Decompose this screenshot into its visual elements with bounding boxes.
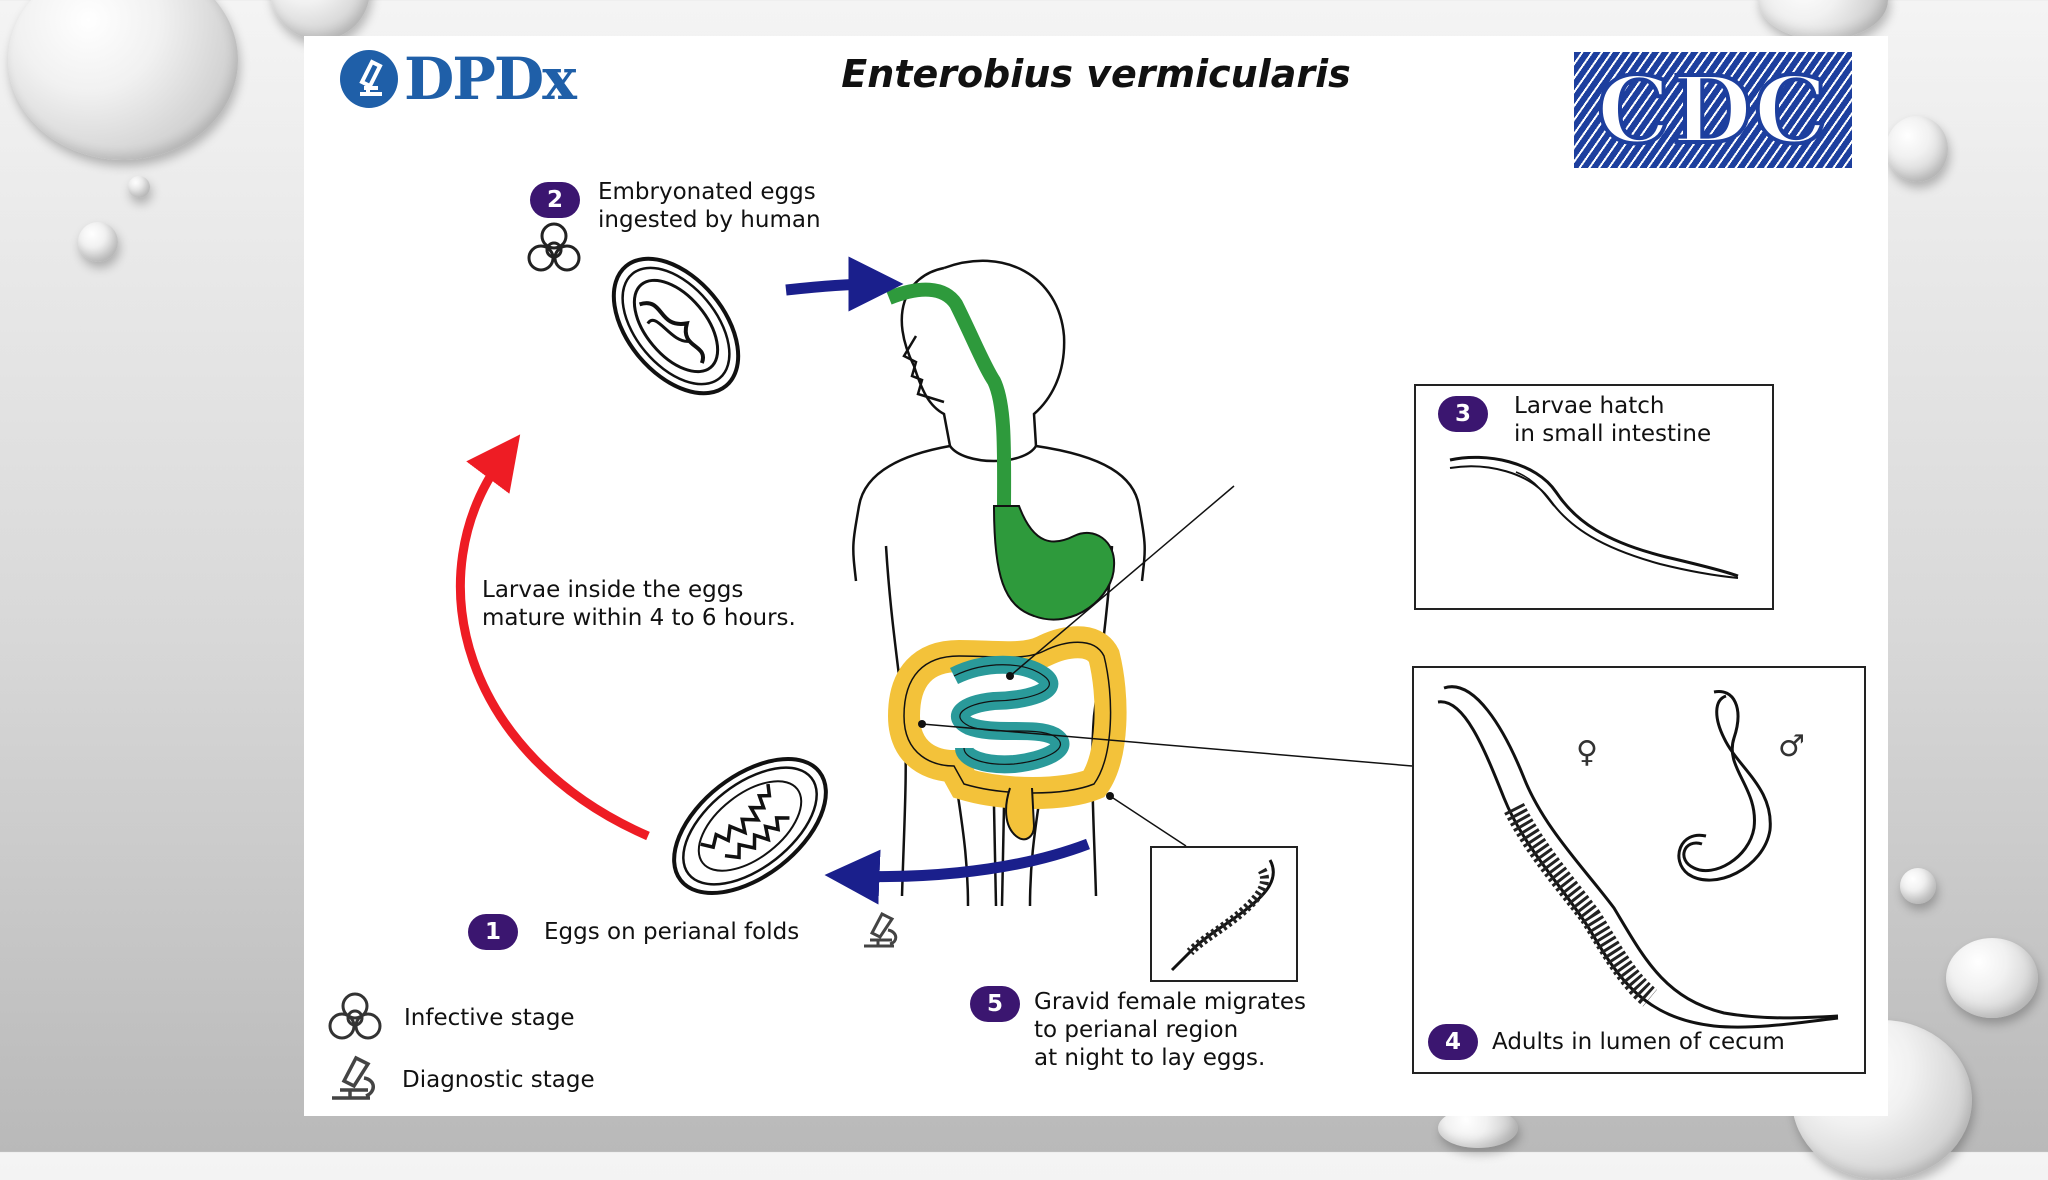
- embryonated-egg: [611, 256, 741, 396]
- blue-migration-arrow: [824, 838, 1090, 905]
- biohazard-icon: [527, 222, 581, 272]
- stage-3-panel: 3 Larvae hatch in small intestine: [1414, 384, 1774, 610]
- stage-2-label-line-1: Embryonated eggs: [598, 179, 816, 205]
- small-intestine-outline: [953, 664, 1061, 765]
- perianal-egg: [672, 757, 828, 895]
- dpdx-microscope-icon: [340, 50, 398, 108]
- rectum: [1005, 787, 1036, 841]
- legend-label-diagnostic: Diagnostic stage: [402, 1067, 595, 1093]
- gravid-female-illustration: [1170, 859, 1275, 972]
- maturation-note: Larvae inside the eggs mature within 4 t…: [482, 576, 796, 632]
- microscope-icon: [864, 912, 898, 948]
- legend-label-infective: Infective stage: [404, 1005, 575, 1031]
- stage-3-label-line-1: Larvae hatch: [1514, 393, 1665, 419]
- maturation-note-line-2: mature within 4 to 6 hours.: [482, 605, 796, 631]
- stage-3-label-line-2: in small intestine: [1514, 421, 1712, 447]
- dpdx-logo: DPDx: [338, 45, 577, 113]
- water-droplet: [1758, 0, 1888, 40]
- page-title: Enterobius vermicularis: [841, 52, 1351, 96]
- maturation-note-line-1: Larvae inside the eggs: [482, 577, 744, 603]
- stage-3-badge: 3: [1438, 396, 1488, 432]
- adult-worms-illustration: [1437, 685, 1839, 1029]
- leader-line-stage-3: [1009, 485, 1235, 677]
- stomach: [992, 505, 1116, 621]
- lifecycle-slide: DPDx Enterobius vermicularis CDC: [304, 36, 1888, 1116]
- cdc-logo: CDC: [1574, 52, 1852, 168]
- water-droplet: [1900, 868, 1936, 904]
- water-droplet: [1946, 938, 2038, 1018]
- stage-4-badge: 4: [1428, 1024, 1478, 1060]
- stage-2-label-line-2: ingested by human: [598, 207, 821, 233]
- water-droplet: [8, 0, 238, 160]
- stage-3-label: Larvae hatch in small intestine: [1514, 392, 1711, 448]
- stage-5-label: Gravid female migrates to perianal regio…: [1034, 988, 1306, 1072]
- stage-4-panel: ♀ ♂ 4 Adults in lumen of cecum: [1412, 666, 1866, 1074]
- lifecycle-diagram: [455, 222, 1413, 907]
- human-body-outline: [852, 259, 1146, 907]
- dpdx-wordmark: DPDx: [404, 45, 577, 113]
- stage-5-label-line-3: at night to lay eggs.: [1034, 1045, 1266, 1071]
- larva-illustration: [1449, 455, 1739, 579]
- stage-2-badge: 2: [530, 182, 580, 218]
- stage-5-panel: [1150, 846, 1298, 982]
- stage-2-label: Embryonated eggs ingested by human: [598, 178, 821, 234]
- water-droplet: [1886, 116, 1948, 182]
- water-droplet: [128, 176, 150, 198]
- cdc-wordmark: CDC: [1595, 54, 1830, 166]
- water-droplet: [78, 222, 118, 262]
- blue-ingestion-arrow: [785, 256, 904, 312]
- leader-line-stage-4: [921, 723, 1413, 767]
- stage-5-badge: 5: [970, 986, 1020, 1022]
- male-worm: [1677, 690, 1772, 882]
- stage-1-badge: 1: [468, 914, 518, 950]
- water-droplet: [270, 0, 370, 40]
- small-intestine: [949, 655, 1070, 774]
- leader-dot-stage-3: [1006, 672, 1014, 680]
- stage-5-label-line-2: to perianal region: [1034, 1017, 1239, 1043]
- leader-line-stage-5: [1109, 795, 1187, 847]
- large-intestine-outline: [903, 641, 1112, 794]
- female-worm: [1437, 685, 1839, 1029]
- female-symbol: ♀: [1576, 735, 1598, 770]
- stage-5-label-line-1: Gravid female migrates: [1034, 989, 1306, 1015]
- male-symbol: ♂: [1778, 729, 1805, 764]
- leader-dot-stage-4: [918, 720, 926, 728]
- red-cycle-arrow: [455, 434, 650, 841]
- leader-dot-stage-5: [1106, 792, 1114, 800]
- stage-4-label: Adults in lumen of cecum: [1492, 1029, 1785, 1055]
- stage-1-label: Eggs on perianal folds: [544, 919, 800, 945]
- legend-microscope-icon: [332, 1055, 375, 1100]
- legend-biohazard-icon: [328, 992, 382, 1040]
